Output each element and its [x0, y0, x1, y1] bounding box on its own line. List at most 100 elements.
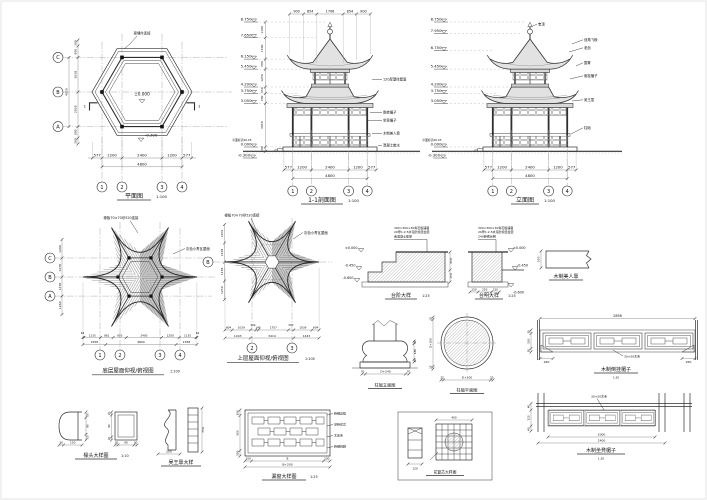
- ground-hatch: [432, 151, 622, 154]
- column-base-plan-title: 柱础平面图: [457, 387, 478, 394]
- grid-label: 1: [100, 185, 103, 191]
- dim: 1155: [184, 333, 191, 337]
- dim: 900: [293, 10, 299, 14]
- dim: 70: [361, 369, 365, 373]
- dim: 40: [526, 427, 530, 431]
- grid-bubble: [246, 342, 258, 354]
- level: 7.950: [431, 28, 442, 33]
- grid-label: 3: [160, 185, 163, 191]
- grid-bubble: [44, 290, 56, 302]
- grid-label: 2: [310, 189, 313, 195]
- dim: 120: [526, 415, 530, 421]
- dim: 90: [107, 424, 111, 428]
- note: 望砖花芯: [334, 422, 346, 427]
- dim: 20: [85, 413, 89, 417]
- section-title: 1-1剖面图: [308, 196, 336, 204]
- dim-total: 4800: [325, 173, 335, 178]
- grid-bubble: [306, 185, 317, 197]
- dim: 150: [526, 338, 530, 344]
- board-rungs: [188, 414, 198, 444]
- hip-ridges: [83, 227, 197, 327]
- dim: 30: [115, 440, 119, 444]
- dim-ticks: [238, 408, 332, 469]
- level: 0.000: [241, 142, 252, 147]
- dim: 90: [85, 424, 89, 428]
- panel-frame: [539, 329, 696, 353]
- wall-hexagon-inner: [105, 60, 179, 124]
- dim: 20: [107, 412, 111, 416]
- note: 300×300×30青石板铺面: [478, 225, 513, 230]
- dim: 750: [201, 427, 205, 433]
- eave-outline-outer: [91, 48, 193, 136]
- grid-bubble: [96, 181, 108, 193]
- dim-total: 1558: [183, 340, 191, 344]
- note-leaders: [531, 23, 584, 135]
- break-line: [371, 320, 399, 327]
- level: -0.600: [343, 276, 354, 280]
- detail-step: 300×300×30青石板铺面 20厚1:2.5水泥砂浆结合层 素混凝土垫层 ±…: [343, 225, 453, 300]
- dim-lines: [362, 341, 415, 375]
- level: 8.750: [431, 17, 442, 22]
- dim-ticks: [539, 249, 543, 270]
- dim-ticks: [529, 316, 697, 361]
- dim: 854: [307, 10, 313, 14]
- roof-plan-lower: 椽板70×70@520连接 灰色小青瓦屋面 64 1135 861 903 24…: [44, 215, 215, 376]
- dim: 30: [413, 340, 417, 344]
- dim: 1478: [58, 283, 62, 291]
- extension-lines: [483, 152, 577, 180]
- detail-platform: 300×300×30青石板铺面 20厚1:2.5水泥砂浆结合层 240砖砌台明 …: [467, 225, 528, 300]
- grid-bubble: [44, 271, 56, 283]
- roof-note-top: 椽板70×70@520连接: [104, 215, 140, 220]
- dim: 2400: [525, 165, 535, 170]
- elevation-scale: 1:100: [544, 198, 556, 203]
- seat-rails: [536, 403, 692, 407]
- dim: 700: [260, 95, 264, 101]
- grid-label: B: [48, 275, 52, 281]
- roof-note-right: 灰色小青瓦屋面: [186, 246, 210, 251]
- dim: 2400: [598, 438, 606, 442]
- dim: 1478: [220, 268, 224, 276]
- note: 老戗: [584, 45, 591, 50]
- rafter-head-scale: 1:10: [121, 454, 129, 458]
- grid-label: C: [56, 55, 60, 61]
- level: ±0.000: [513, 246, 526, 250]
- seat-board-outline: [545, 250, 592, 269]
- note: 120厚望砖屋面: [383, 77, 407, 82]
- roof-note-right: 灰色小青瓦屋面: [304, 230, 328, 235]
- dim-ticks: [222, 222, 321, 340]
- dim: 200: [166, 450, 172, 454]
- level: 0.000: [431, 142, 442, 147]
- dim: 577: [183, 153, 191, 158]
- note: 戗角飞椽: [584, 37, 598, 42]
- dim: 1250: [220, 286, 224, 294]
- grid-label: C: [48, 256, 52, 262]
- note-leader: [478, 239, 497, 252]
- step-mass: [367, 251, 446, 283]
- grid-bubble: [156, 181, 168, 193]
- wuwang-title: 吴王靠大样: [168, 459, 193, 466]
- dim: 2400: [137, 153, 147, 158]
- dim: 100: [246, 457, 252, 461]
- dim: 25: [428, 317, 432, 321]
- roof-lower-title: 底层屋面仰视/俯视图: [102, 367, 154, 375]
- note: 倒挂楣子: [584, 73, 598, 78]
- dim-total: 4076: [65, 88, 69, 96]
- grid-bubble: [154, 349, 166, 361]
- dim: 1135: [89, 333, 96, 337]
- grid-bubble: [287, 185, 299, 197]
- leader: [429, 451, 439, 461]
- base-slab: [361, 281, 449, 288]
- note: 30×50木条: [624, 354, 640, 359]
- dim: 600: [74, 129, 78, 135]
- detail-rafter-head: 30 120 20 90 20 30 90 30 20 90 20 椽头大样图 …: [57, 410, 139, 460]
- dim: 30: [526, 349, 530, 353]
- level: -0.450: [517, 263, 528, 267]
- note: 20厚1:2.5水泥砂浆结合层: [394, 229, 430, 234]
- dim-lines: [59, 412, 137, 446]
- dim-ticks: [57, 410, 139, 447]
- plan-level-outside: -0.300: [145, 133, 158, 138]
- note: 30×50木条: [591, 394, 607, 399]
- dim-ticks: [431, 315, 495, 382]
- platform-mass: [471, 251, 503, 283]
- hip-ridges: [225, 221, 319, 303]
